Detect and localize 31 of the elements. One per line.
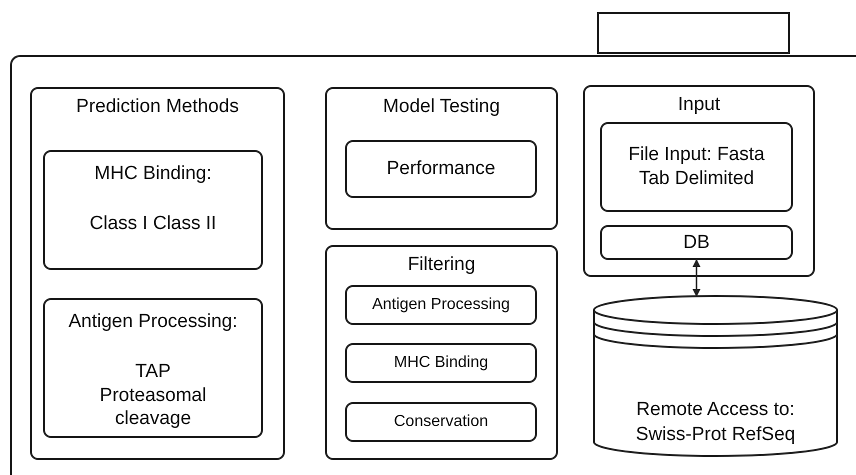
- group-panel: [325, 245, 558, 460]
- node-label: Antigen Processing: [372, 295, 510, 315]
- node-label: Conservation: [394, 412, 488, 432]
- node-label: TAP Proteasomal cleavage: [98, 360, 208, 431]
- module-box: [345, 343, 537, 383]
- node-label: Performance: [386, 157, 496, 181]
- node-label: File Input: Fasta Tab Delimited: [627, 143, 766, 191]
- node-label: Class I Class II: [90, 212, 216, 236]
- module-box: [600, 122, 793, 212]
- node-label: Input: [678, 93, 720, 117]
- module-box: [600, 225, 793, 260]
- group-panel: [583, 85, 815, 277]
- node-label: DB: [683, 230, 710, 254]
- node-label: Filtering: [408, 253, 476, 277]
- framework-frame: [10, 55, 856, 475]
- group-panel: [30, 87, 285, 460]
- node-label: Model Testing: [383, 95, 500, 119]
- node-label: Remote Access to:: [636, 398, 795, 422]
- node-label: Prediction Methods: [76, 95, 239, 119]
- node-label: MHC Binding: [394, 353, 488, 373]
- arrow: [692, 259, 700, 297]
- module-box: [345, 402, 537, 442]
- title-box: [597, 12, 790, 54]
- node-label: Swiss-Prot RefSeq: [636, 423, 796, 447]
- module-box: [345, 140, 537, 198]
- node-label: MHC Binding:: [94, 162, 212, 186]
- module-box: [43, 298, 263, 438]
- group-panel: [325, 87, 558, 230]
- module-box: [345, 285, 537, 325]
- module-box: [43, 150, 263, 270]
- node-label: Antigen Processing:: [68, 310, 238, 334]
